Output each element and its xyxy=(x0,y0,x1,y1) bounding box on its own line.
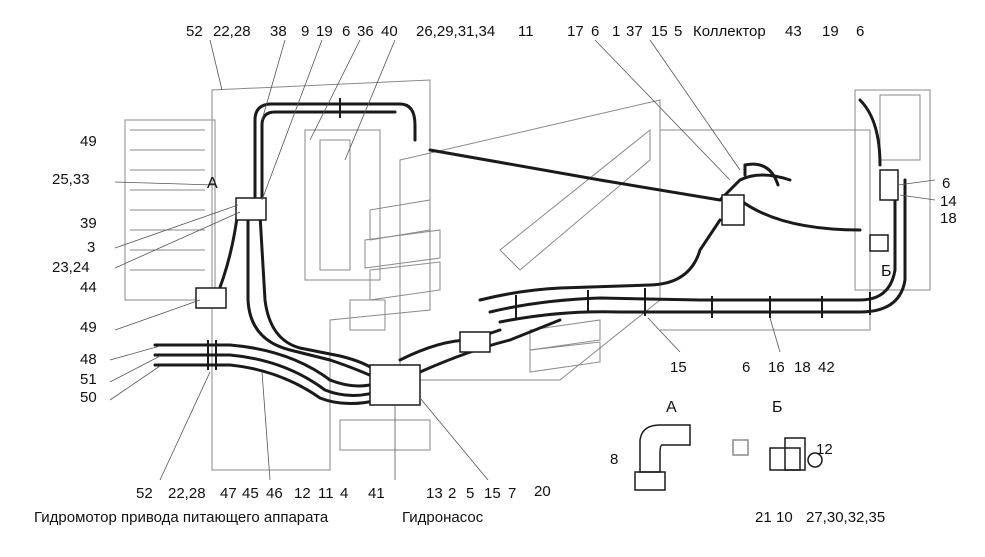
leader-lines xyxy=(109,39,936,481)
callout-label: 43 xyxy=(785,23,802,40)
callout-label: 39 xyxy=(80,215,97,232)
caption-pump: Гидронасос xyxy=(402,509,484,526)
callout-label: 51 xyxy=(80,371,97,388)
callout-label: 1 xyxy=(612,23,621,40)
callout-label: 50 xyxy=(80,389,97,406)
callout-label: 18 xyxy=(794,359,811,376)
callout-label: 22,28 xyxy=(213,23,251,40)
units xyxy=(195,169,899,406)
hoses xyxy=(153,98,907,406)
callout-label: 4 xyxy=(340,485,349,502)
callout-label: 19 xyxy=(316,23,333,40)
callout-label: 6 xyxy=(856,23,865,40)
callout-label: 36 xyxy=(357,23,374,40)
callout-label: 41 xyxy=(368,485,385,502)
callout-label: 11 xyxy=(318,485,334,502)
callout-label: 13 xyxy=(426,485,443,502)
callout-label: 14 xyxy=(940,193,957,210)
callout-label: 6 xyxy=(942,175,951,192)
callout-label: 9 xyxy=(301,23,310,40)
callout-label: 19 xyxy=(822,23,839,40)
view-marker-b: Б xyxy=(881,263,892,280)
callout-label: 12 xyxy=(816,441,833,458)
callout-label: 6 xyxy=(591,23,600,40)
callout-label: 46 xyxy=(266,485,283,502)
callout-label: 25,33 xyxy=(52,171,90,188)
callout-label: Коллектор xyxy=(693,23,766,40)
caption-motor: Гидромотор привода питающего аппарата xyxy=(34,509,329,526)
callout-label: 52 xyxy=(136,485,153,502)
callout-label: 40 xyxy=(381,23,398,40)
detail-title-a: А xyxy=(666,399,677,416)
callout-label: 47 xyxy=(220,485,237,502)
callout-label: 17 xyxy=(567,23,584,40)
callout-label: 11 xyxy=(518,23,534,40)
callout-label: 21 xyxy=(755,509,772,526)
callout-label: 20 xyxy=(534,483,551,500)
callout-label: 37 xyxy=(626,23,643,40)
callout-label: 45 xyxy=(242,485,259,502)
callout-label: 23,24 xyxy=(52,259,90,276)
callout-label: 15 xyxy=(651,23,668,40)
callout-label: 8 xyxy=(610,451,619,468)
hose-clamps xyxy=(207,98,871,370)
callout-label: 16 xyxy=(768,359,785,376)
callout-label: 6 xyxy=(342,23,351,40)
callout-label: 3 xyxy=(87,239,96,256)
callout-label: 12 xyxy=(294,485,311,502)
callout-label: 38 xyxy=(270,23,287,40)
callout-label: 52 xyxy=(186,23,203,40)
callout-label: 22,28 xyxy=(168,485,206,502)
machine-outline xyxy=(124,79,931,471)
view-marker-a: А xyxy=(207,175,218,192)
callout-label: 2 xyxy=(448,485,457,502)
callout-label: 49 xyxy=(80,133,97,150)
callout-label: 15 xyxy=(484,485,501,502)
callout-label: 10 xyxy=(776,509,793,526)
detail-b xyxy=(732,437,823,471)
callout-label: 49 xyxy=(80,319,97,336)
callout-label: 48 xyxy=(80,351,97,368)
callout-label: 44 xyxy=(80,279,97,296)
detail-title-b: Б xyxy=(772,399,783,416)
callout-label: 18 xyxy=(940,210,957,227)
callout-label: 7 xyxy=(508,485,517,502)
detail-a xyxy=(634,424,691,491)
callout-label: 26,29,31,34 xyxy=(416,23,496,40)
callout-label: 6 xyxy=(742,359,751,376)
callout-label: 42 xyxy=(818,359,835,376)
callout-label: 15 xyxy=(670,359,687,376)
callout-label: 5 xyxy=(674,23,683,40)
callout-label: 27,30,32,35 xyxy=(806,509,886,526)
callout-label: 5 xyxy=(466,485,475,502)
